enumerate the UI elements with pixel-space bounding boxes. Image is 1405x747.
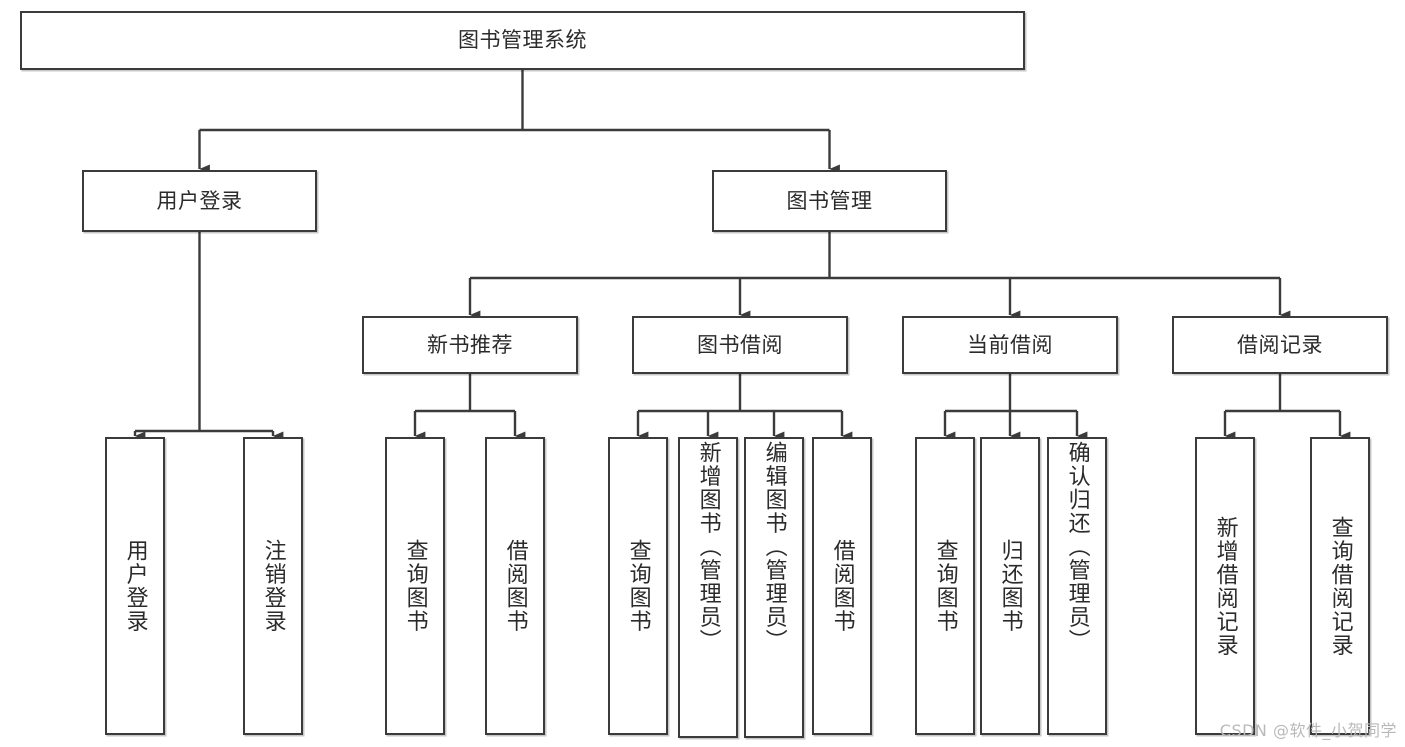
- node-leaf-borrow-book-2-label: 借阅图书: [829, 539, 855, 633]
- node-book-borrow-label: 图书借阅: [697, 332, 783, 357]
- node-leaf-add-book-admin-label: 新增图书（管理员）: [695, 441, 721, 653]
- node-leaf-borrow-book-1-label: 借阅图书: [502, 539, 528, 633]
- node-leaf-user-login-label: 用户登录: [122, 539, 148, 633]
- node-user-login[interactable]: 用户登录: [82, 170, 317, 232]
- node-leaf-add-borrow-record-label: 新增借阅记录: [1212, 515, 1238, 657]
- node-leaf-add-borrow-record[interactable]: 新增借阅记录: [1195, 437, 1255, 735]
- node-leaf-edit-book-admin[interactable]: 编辑图书（管理员）: [744, 437, 804, 738]
- node-leaf-query-book-2[interactable]: 查询图书: [608, 437, 668, 735]
- node-leaf-edit-book-admin-label: 编辑图书（管理员）: [761, 441, 787, 653]
- node-leaf-query-book-3[interactable]: 查询图书: [915, 437, 975, 735]
- node-current-borrow-label: 当前借阅: [967, 332, 1053, 357]
- node-leaf-confirm-return-admin-label: 确认归还（管理员）: [1064, 441, 1090, 653]
- node-leaf-logout-login[interactable]: 注销登录: [243, 437, 303, 735]
- node-leaf-return-book[interactable]: 归还图书: [980, 437, 1040, 735]
- node-leaf-confirm-return-admin[interactable]: 确认归还（管理员）: [1047, 437, 1107, 735]
- node-book-borrow[interactable]: 图书借阅: [632, 316, 848, 374]
- node-leaf-logout-login-label: 注销登录: [260, 539, 286, 633]
- node-leaf-query-book-2-label: 查询图书: [625, 539, 651, 633]
- node-leaf-query-book-3-label: 查询图书: [932, 539, 958, 633]
- node-borrow-record[interactable]: 借阅记录: [1172, 316, 1388, 374]
- node-book-management-label: 图书管理: [786, 188, 873, 213]
- node-leaf-return-book-label: 归还图书: [997, 539, 1023, 633]
- node-root[interactable]: 图书管理系统: [20, 11, 1025, 70]
- node-leaf-query-book-1-label: 查询图书: [402, 539, 428, 633]
- node-leaf-query-borrow-record-label: 查询借阅记录: [1327, 515, 1353, 657]
- node-root-label: 图书管理系统: [458, 28, 587, 53]
- node-new-book-recommend-label: 新书推荐: [427, 332, 513, 357]
- node-leaf-borrow-book-1[interactable]: 借阅图书: [485, 437, 545, 735]
- node-leaf-borrow-book-2[interactable]: 借阅图书: [812, 437, 872, 735]
- node-leaf-add-book-admin[interactable]: 新增图书（管理员）: [678, 437, 738, 738]
- node-borrow-record-label: 借阅记录: [1237, 332, 1323, 357]
- node-leaf-user-login[interactable]: 用户登录: [105, 437, 165, 735]
- node-leaf-query-borrow-record[interactable]: 查询借阅记录: [1310, 437, 1370, 735]
- node-current-borrow[interactable]: 当前借阅: [902, 316, 1118, 374]
- node-user-login-label: 用户登录: [156, 188, 243, 213]
- node-book-management[interactable]: 图书管理: [712, 170, 947, 232]
- node-leaf-query-book-1[interactable]: 查询图书: [385, 437, 445, 735]
- node-new-book-recommend[interactable]: 新书推荐: [362, 316, 578, 374]
